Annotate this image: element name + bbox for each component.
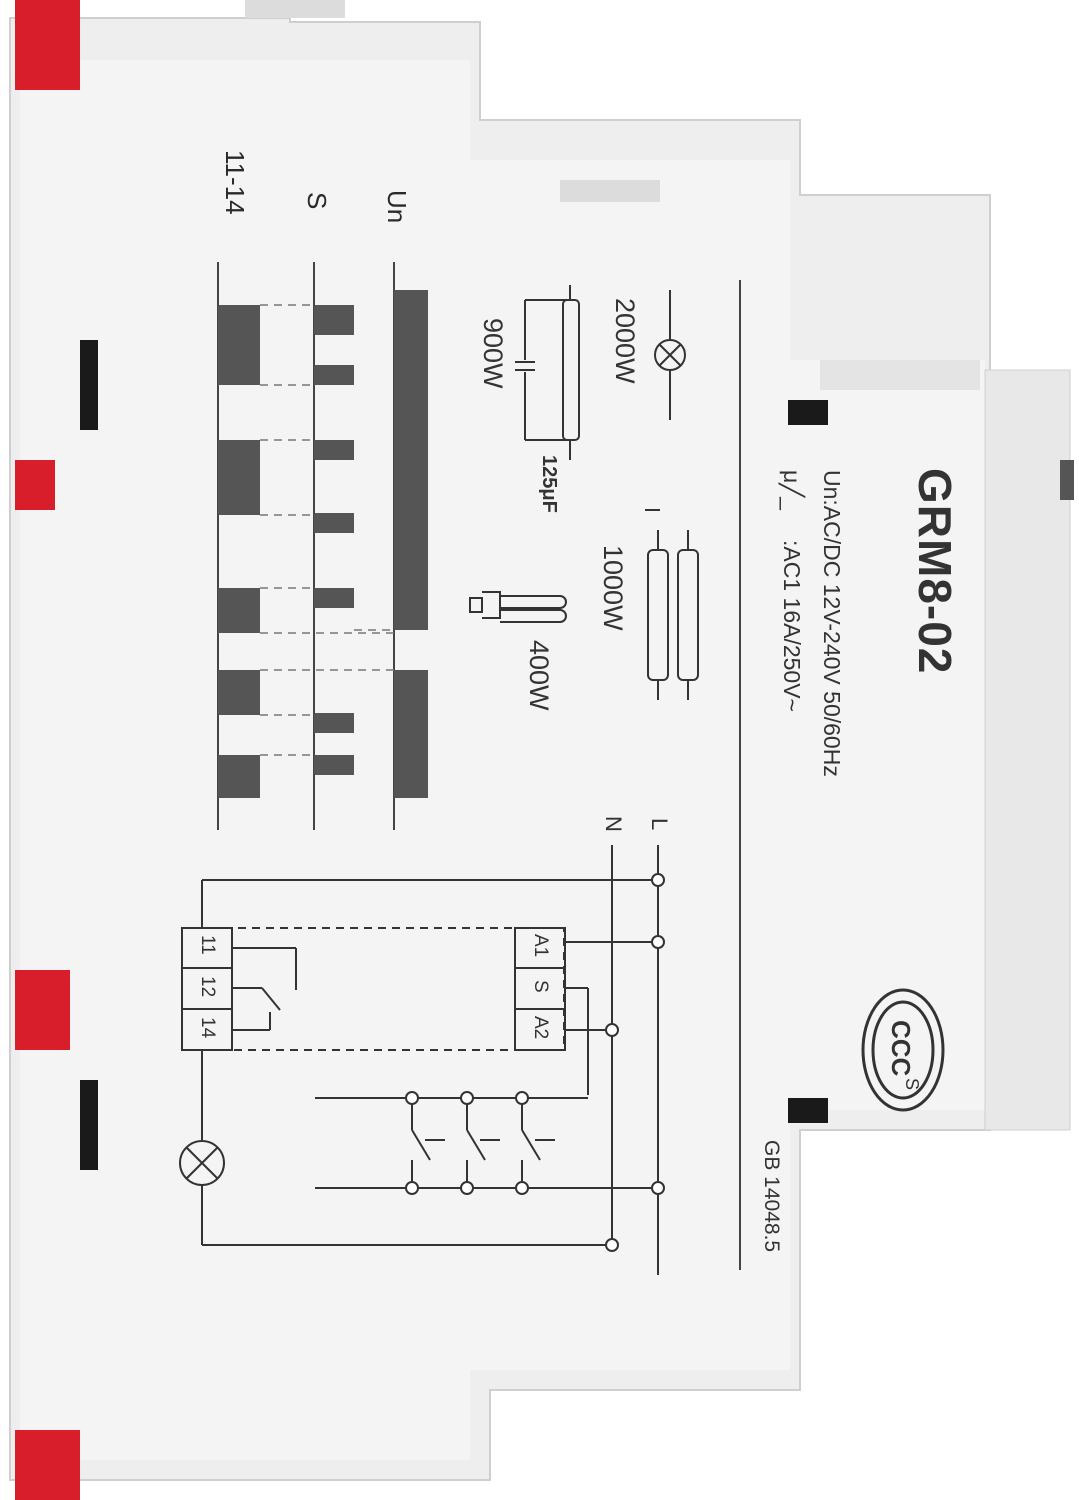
rating-incandescent: 2000W [610,298,640,384]
rating-fluorescent-comp: 900W [478,318,508,389]
terminal-a1: A1 [530,934,551,958]
timing-label-11-14: 11-14 [220,150,250,215]
rating-capacitor: 125μF [538,455,560,513]
contact-symbol-icon: μ╱_ [779,470,805,510]
ccc-letters: CCC [886,1020,916,1077]
rating-cfl: 400W [524,640,554,711]
line-l-label: L [647,818,672,831]
timing-label-un: Un [382,190,412,224]
terminal-12: 12 [197,976,218,998]
line-n-label: N [601,816,626,832]
timing-label-s: S [302,192,332,210]
terminal-14: 14 [197,1017,218,1039]
din-clip-top [15,0,80,90]
fluorescent-comp-icon [515,285,580,460]
terminal-s: S [530,980,551,993]
fluorescent-pair-icon [645,509,699,700]
model-number: GRM8-02 [909,468,961,675]
ccc-s-letter: S [902,1078,922,1091]
terminal-11: 11 [197,935,218,955]
ccc-mark-icon [861,988,945,1112]
standard-number: GB 14048.5 [760,1140,783,1253]
cfl-icon [469,591,567,623]
lamp-icon [654,290,686,420]
rating-fluorescent-pair: 1000W [598,545,628,631]
spec-voltage: Un:AC/DC 12V-240V 50/60Hz [819,470,845,777]
terminal-a2: A2 [530,1016,551,1040]
spec-contact: :AC1 16A/250V~ [779,540,805,712]
wiring-diagram [179,845,659,1275]
